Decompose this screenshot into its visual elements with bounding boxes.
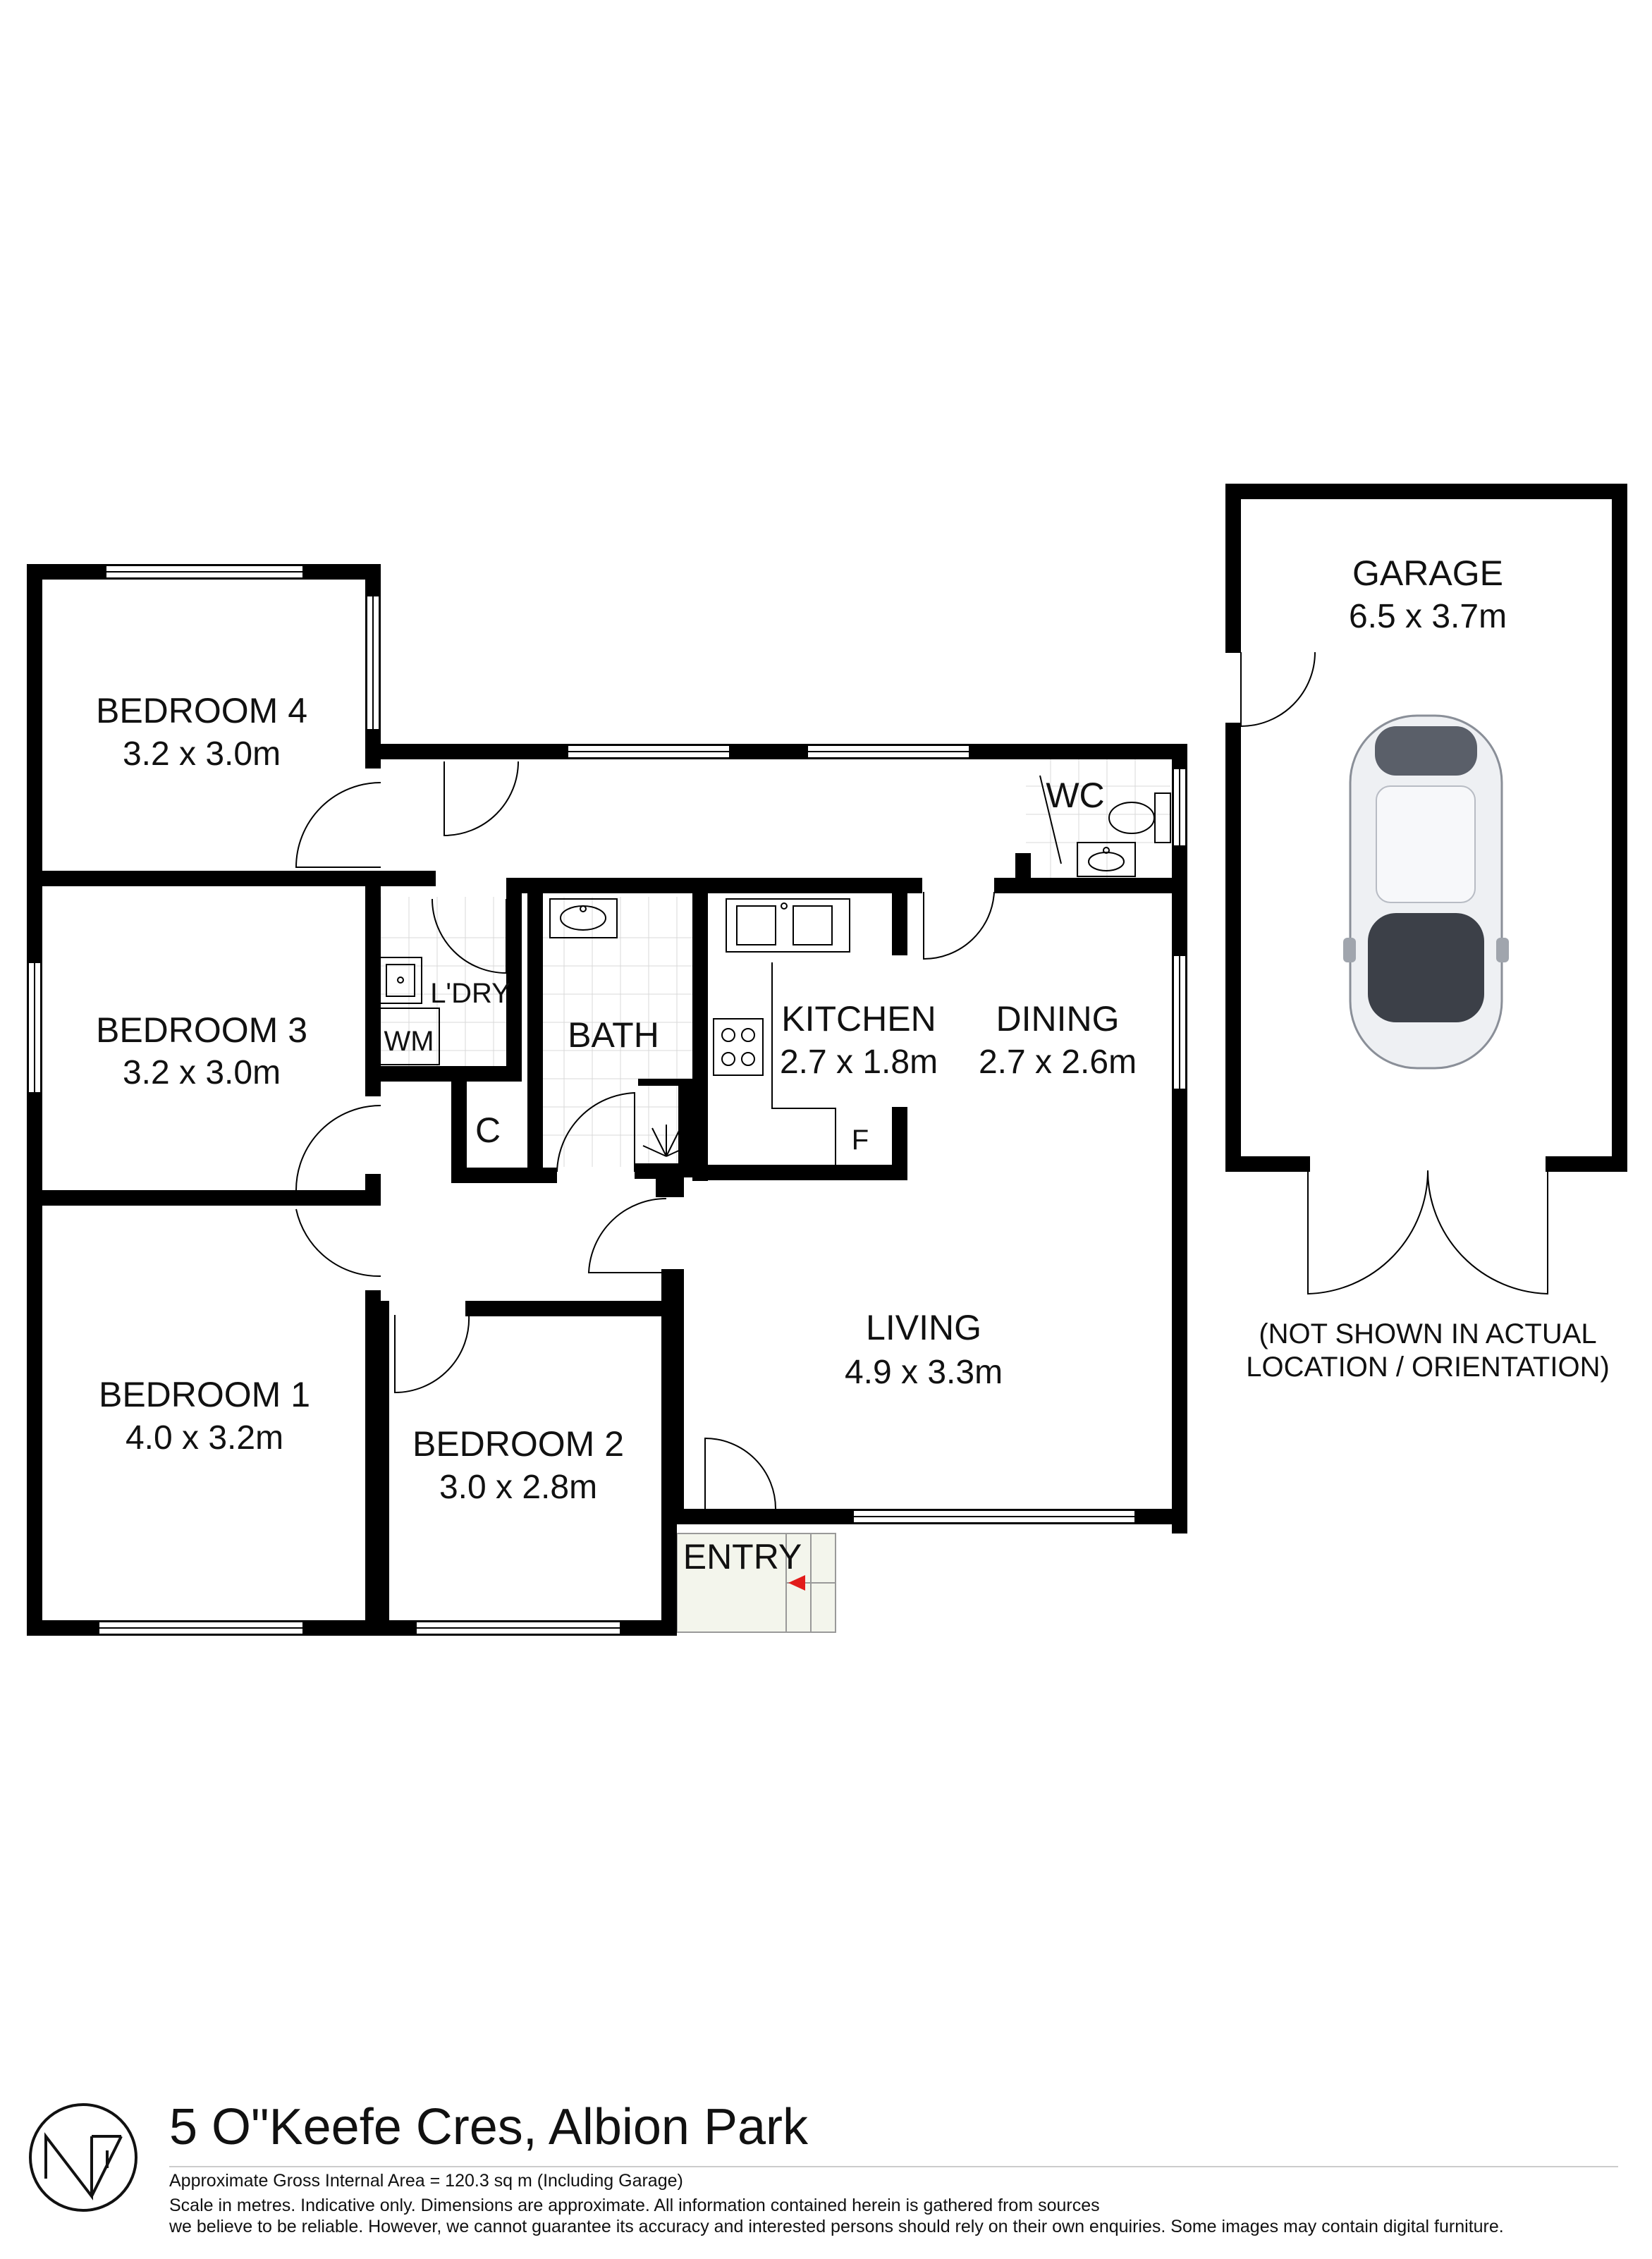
- bedroom3-name: BEDROOM 3: [96, 1010, 307, 1050]
- wc-basin-icon: [1077, 842, 1136, 877]
- fridge-label: F: [852, 1125, 869, 1156]
- washing-machine-label: WM: [384, 1026, 434, 1057]
- bedroom4-dims: 3.2 x 3.0m: [123, 735, 281, 773]
- laundry-tub-icon: [379, 957, 422, 1004]
- kitchen-dims: 2.7 x 1.8m: [780, 1043, 938, 1081]
- bedroom2-dims: 3.0 x 2.8m: [439, 1469, 597, 1506]
- bedroom3-dims: 3.2 x 3.0m: [123, 1054, 281, 1091]
- dining-name: DINING: [996, 999, 1120, 1039]
- living-name: LIVING: [866, 1308, 981, 1347]
- garage-note-line2: LOCATION / ORIENTATION): [1246, 1352, 1610, 1383]
- toilet-icon: [1108, 792, 1171, 843]
- bedroom1-name: BEDROOM 1: [99, 1375, 310, 1414]
- entry-name: ENTRY: [683, 1537, 802, 1577]
- cupboard-label: C: [475, 1110, 501, 1150]
- dining-dims: 2.7 x 2.6m: [979, 1043, 1137, 1081]
- garage-note-line1: (NOT SHOWN IN ACTUAL: [1259, 1318, 1596, 1349]
- disclaimer-line1: Scale in metres. Indicative only. Dimens…: [169, 2196, 1100, 2215]
- bath-sink-icon: [549, 898, 618, 938]
- cooktop-icon: [713, 1018, 764, 1076]
- bedroom2-name: BEDROOM 2: [412, 1424, 624, 1464]
- bedroom1-dims: 4.0 x 3.2m: [126, 1419, 283, 1457]
- title-rule: [169, 2166, 1618, 2167]
- washing-machine: [379, 1008, 440, 1065]
- door-swings: [295, 651, 1548, 1510]
- living-dims: 4.9 x 3.3m: [845, 1354, 1003, 1391]
- car-icon: [1343, 714, 1509, 1070]
- bath-name: BATH: [568, 1015, 659, 1055]
- area-note: Approximate Gross Internal Area = 120.3 …: [169, 2171, 683, 2191]
- kitchen-sink-icon: [726, 898, 850, 953]
- entry-arrow-icon: [788, 1575, 805, 1591]
- garage-dims: 6.5 x 3.7m: [1349, 598, 1507, 635]
- windows: [27, 565, 1187, 1635]
- kitchen-name: KITCHEN: [781, 999, 936, 1039]
- shower-icon: [642, 1125, 690, 1157]
- laundry-name: L'DRY: [430, 978, 510, 1009]
- bedroom4-name: BEDROOM 4: [96, 691, 307, 730]
- property-address: 5 O"Keefe Cres, Albion Park: [169, 2099, 809, 2155]
- disclaimer-line2: we believe to be reliable. However, we c…: [169, 2217, 1504, 2236]
- wc-name: WC: [1046, 776, 1104, 815]
- garage-name: GARAGE: [1352, 553, 1503, 593]
- north-compass-icon: [29, 2103, 137, 2212]
- kitchen-bench: [771, 962, 836, 1165]
